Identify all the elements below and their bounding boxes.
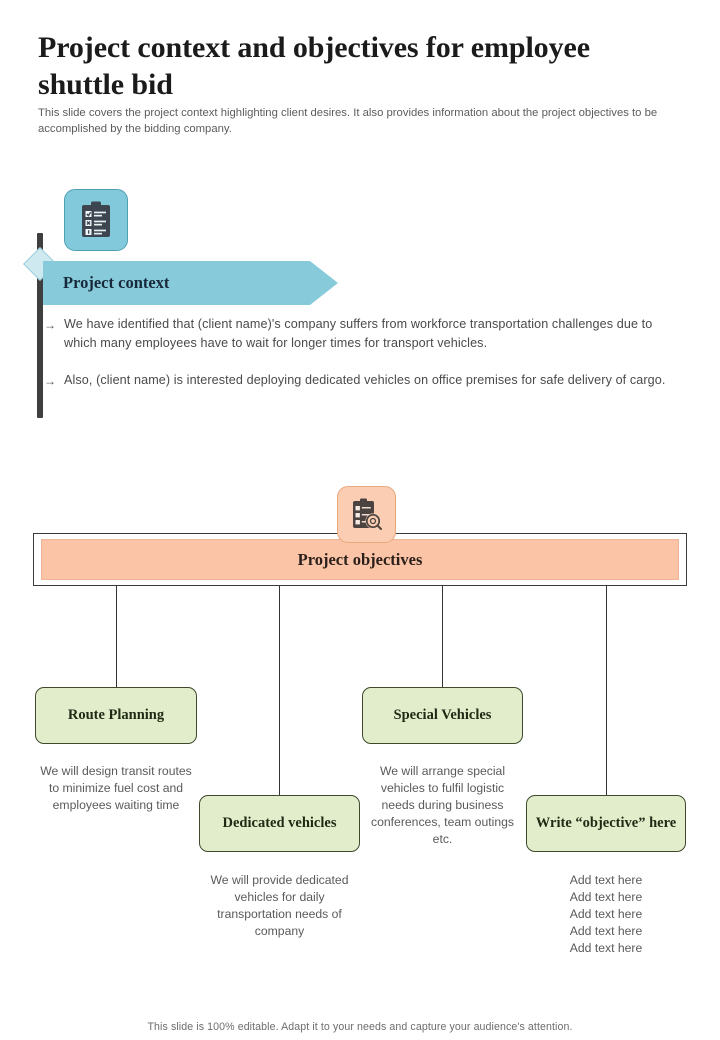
page-title: Project context and objectives for emplo… <box>38 31 590 101</box>
connector-line-2 <box>279 586 280 795</box>
objective-description-dedicated-vehicles: We will provide dedicated vehicles for d… <box>210 873 349 939</box>
objective-card-label: Write “objective” here <box>535 814 677 831</box>
connector-line-1 <box>116 586 117 687</box>
objectives-bar: Project objectives <box>41 539 679 580</box>
clipboard-checklist-icon <box>64 189 128 251</box>
objective-description-special-vehicles: We will arrange special vehicles to fulf… <box>371 764 514 847</box>
connector-line-3 <box>442 586 443 687</box>
connector-line-4 <box>606 586 607 795</box>
objective-card-special-vehicles[interactable]: Special Vehicles <box>362 687 523 744</box>
context-banner-label: Project context <box>63 273 170 292</box>
context-vertical-rail <box>37 233 43 418</box>
list-item: → Also, (client name) is interested depl… <box>44 371 684 390</box>
context-bullet-text: Also, (client name) is interested deploy… <box>64 373 666 388</box>
objective-card-dedicated-vehicles[interactable]: Dedicated vehicles <box>199 795 360 852</box>
context-banner: Project context <box>43 261 338 305</box>
objective-card-write-objective[interactable]: Write “objective” here <box>526 795 686 852</box>
objectives-bar-label: Project objectives <box>297 549 423 569</box>
objective-card-label: Dedicated vehicles <box>222 814 337 831</box>
objective-card-label: Route Planning <box>67 706 165 723</box>
list-item: → We have identified that (client name)'… <box>44 315 684 353</box>
objective-card-route-planning[interactable]: Route Planning <box>35 687 197 744</box>
arrow-bullet-icon: → <box>44 374 57 389</box>
arrow-bullet-icon: → <box>44 318 57 332</box>
objective-card-label: Special Vehicles <box>393 706 492 723</box>
objective-description-write-objective: Add text here Add text here Add text her… <box>569 873 643 956</box>
context-bullet-text: We have identified that (client name)'s … <box>64 317 653 351</box>
clipboard-search-icon <box>337 486 396 543</box>
footer-note: This slide is 100% editable. Adapt it to… <box>147 1021 573 1033</box>
context-bullet-list: → We have identified that (client name)'… <box>44 315 684 408</box>
objective-description-route-planning: We will design transit routes to minimiz… <box>40 764 192 813</box>
page-subtitle: This slide covers the project context hi… <box>38 107 658 136</box>
